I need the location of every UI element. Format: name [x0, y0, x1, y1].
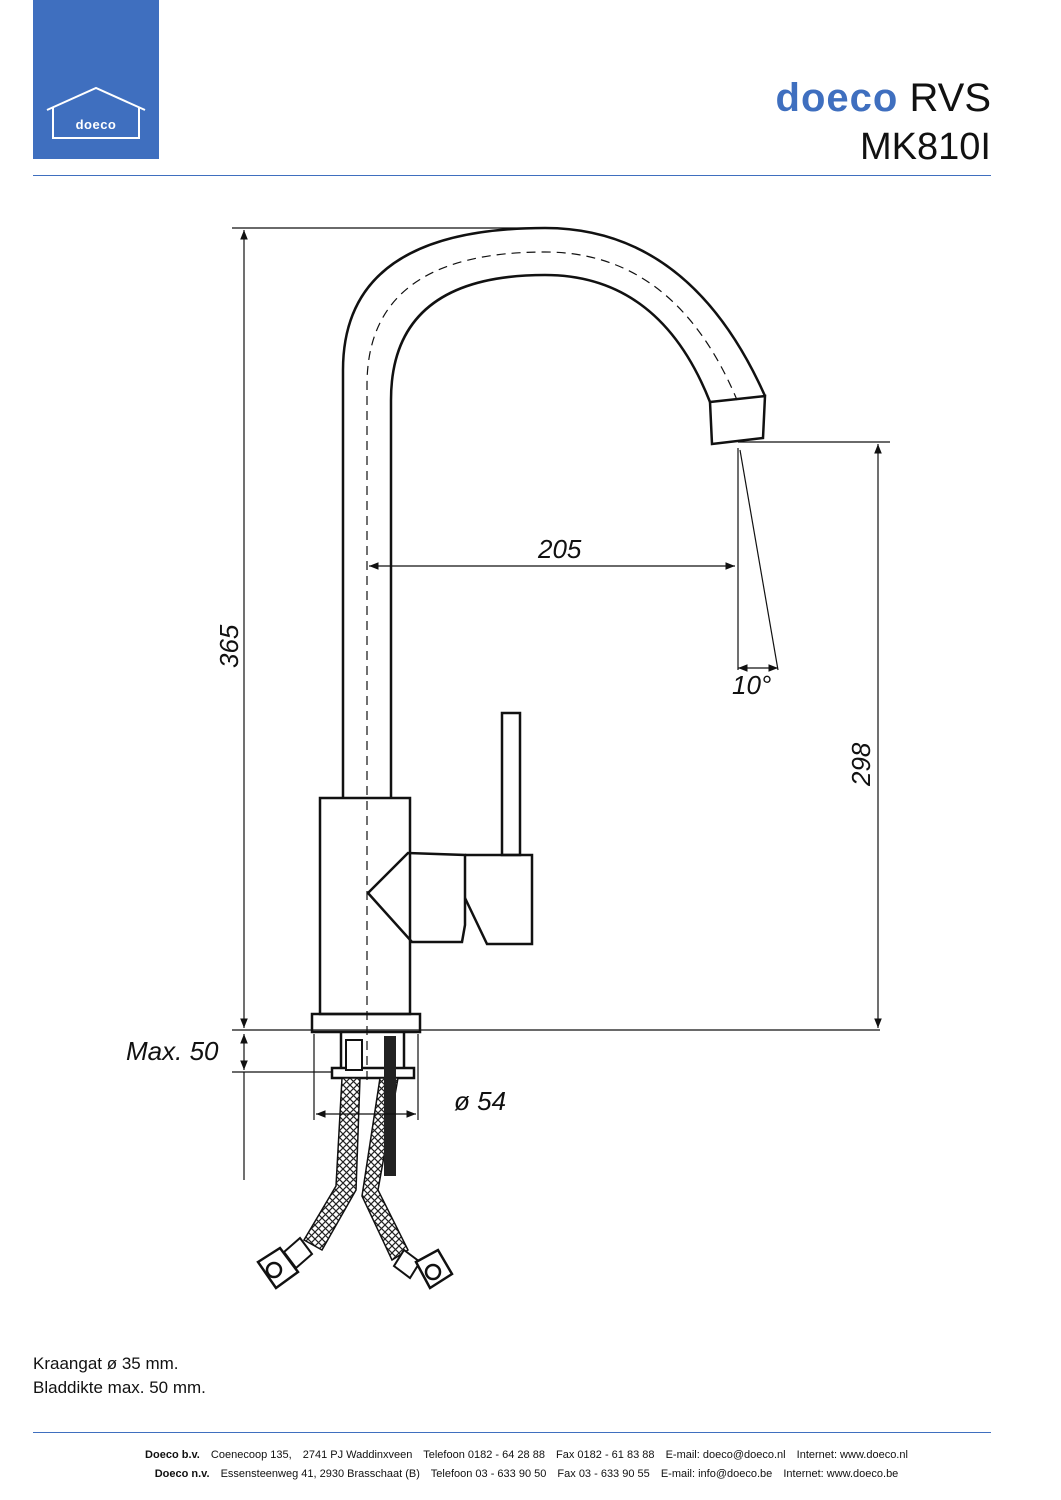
footer-be-phone: Telefoon 03 - 633 90 50 [430, 1468, 547, 1480]
footer-nl-fax: Fax 0182 - 61 83 88 [556, 1449, 655, 1461]
brand-heading: doeco RVS [776, 76, 991, 120]
dimension-base-diameter: ø 54 [454, 1086, 506, 1116]
footer-nl: Doeco b.v. Coenecoop 135, 2741 PJ Waddin… [0, 1446, 1061, 1465]
footer-nl-city: 2741 PJ Waddinxveen [302, 1449, 413, 1461]
footer-divider [33, 1432, 991, 1433]
dimension-spout-height: 298 [846, 742, 876, 787]
footer-nl-company: Doeco b.v. [145, 1449, 200, 1461]
dimension-max-thickness: Max. 50 [126, 1036, 219, 1066]
faucet-drawing: 365 205 298 10° Max. 50 ø 54 [126, 226, 890, 1290]
header-divider [33, 175, 991, 176]
logo-text: doeco [75, 117, 117, 132]
footer-be: Doeco n.v. Essensteenweg 41, 2930 Brassc… [0, 1465, 1061, 1484]
note-tap-hole: Kraangat ø 35 mm. [33, 1354, 179, 1373]
model-number: MK810I [860, 126, 991, 168]
footer: Doeco b.v. Coenecoop 135, 2741 PJ Waddin… [0, 1446, 1061, 1484]
footer-nl-phone: Telefoon 0182 - 64 28 88 [423, 1449, 545, 1461]
note-sink-thickness: Bladdikte max. 50 mm. [33, 1378, 206, 1397]
house-icon [46, 86, 146, 139]
brand-name: doeco [775, 76, 899, 120]
installation-notes: Kraangat ø 35 mm. Bladdikte max. 50 mm. [33, 1352, 206, 1400]
footer-be-web: Internet: www.doeco.be [783, 1468, 899, 1480]
dimension-lines [232, 227, 890, 1180]
footer-nl-address: Coenecoop 135, [210, 1449, 292, 1461]
footer-be-address: Essensteenweg 41, 2930 Brasschaat (B) [220, 1468, 420, 1480]
dimension-reach: 205 [537, 534, 582, 564]
footer-be-company: Doeco n.v. [154, 1468, 210, 1480]
footer-nl-web: Internet: www.doeco.nl [796, 1449, 908, 1461]
logo: doeco [33, 0, 159, 159]
brand-material: RVS [909, 76, 991, 120]
footer-nl-email: E-mail: doeco@doeco.nl [665, 1449, 786, 1461]
footer-be-email: E-mail: info@doeco.be [660, 1468, 773, 1480]
footer-be-fax: Fax 03 - 633 90 55 [557, 1468, 650, 1480]
dimension-angle: 10° [732, 670, 771, 700]
faucet-outline [310, 226, 767, 1080]
dimension-height-total: 365 [214, 624, 244, 668]
supply-hoses [256, 1036, 454, 1290]
center-line [366, 251, 738, 1080]
